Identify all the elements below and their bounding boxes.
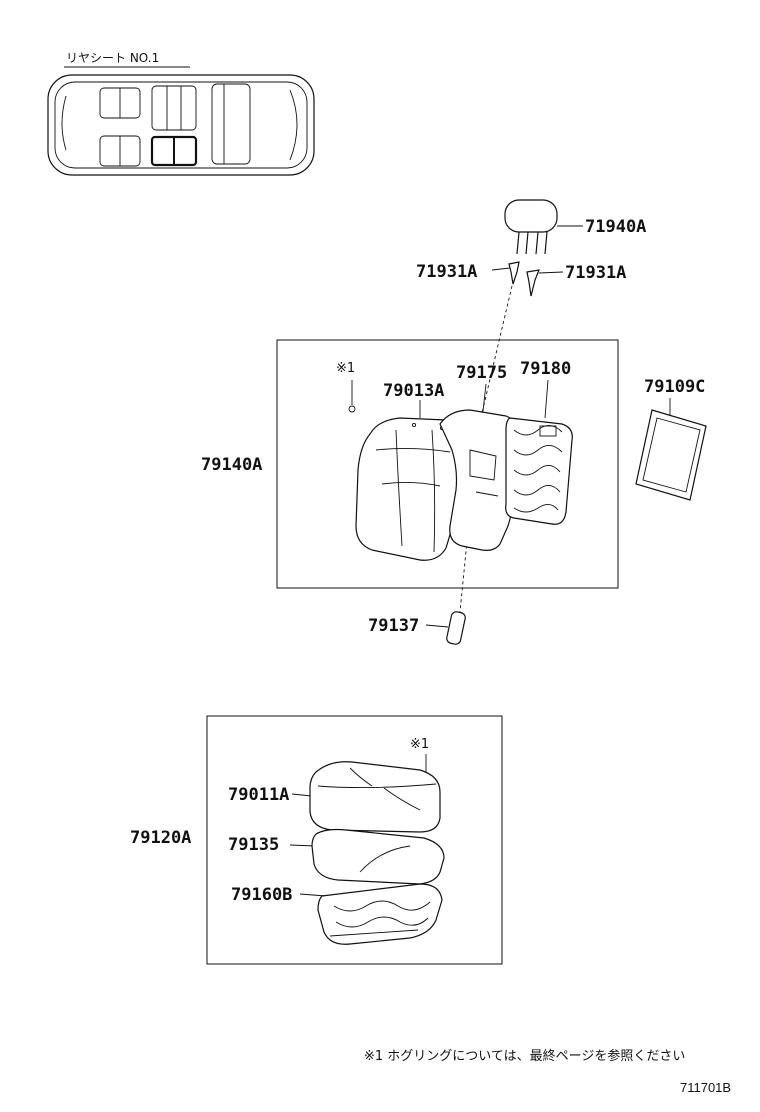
label-79137: 79137: [368, 616, 419, 636]
cushion-frame-shape: [317, 883, 443, 945]
vehicle-inset: リヤシート NO.1: [47, 51, 315, 176]
label-79135: 79135: [228, 835, 279, 855]
support-right-shape: [526, 269, 540, 297]
support-left-shape: [508, 261, 520, 285]
leader-79180: [544, 379, 549, 419]
leader-71931A-left: [491, 267, 511, 271]
cushion-cover-shape: [309, 761, 441, 833]
cushion-frame-box: [206, 715, 503, 965]
label-79109C: 79109C: [644, 377, 705, 397]
inset-rear-door: [289, 89, 298, 161]
label-79180: 79180: [520, 359, 571, 379]
assembly-dash-line: [459, 285, 513, 613]
knob-79137: 79137: [368, 611, 466, 645]
label-79160B: 79160B: [231, 885, 292, 905]
label-79175: 79175: [456, 363, 507, 383]
seatback-frame-shape: [505, 417, 573, 525]
hog-ring-upper: [348, 405, 356, 413]
footnote: ※1 ホグリングについては、最終ページを参照ください: [364, 1048, 685, 1064]
label-79120A: 79120A: [130, 828, 191, 848]
label-71931A-right: 71931A: [565, 263, 626, 283]
label-79013A: 79013A: [383, 381, 444, 401]
inset-front-hood: [61, 95, 67, 151]
cushion-assembly: 79120A ※1 79011A 79135 79160B: [130, 715, 503, 965]
knob-shape: [446, 611, 466, 645]
seatback-pad-shape: [439, 409, 521, 551]
inset-seat-row2-upper: [151, 85, 197, 131]
vehicle-outline: [47, 74, 315, 176]
leader-71931A-right: [538, 271, 564, 274]
leader-79011A: [291, 793, 313, 797]
headrest-shape: [504, 199, 558, 233]
board-79109C: 79109C: [635, 377, 707, 501]
ref1-lower: ※1: [410, 737, 429, 752]
leader-79137: [425, 624, 449, 628]
ref1-upper: ※1: [336, 361, 355, 376]
label-79140A: 79140A: [201, 455, 262, 475]
supports-71931A: 71931A 71931A: [416, 261, 626, 297]
seatback-assembly: 79140A ※1 79013A 79175 79180: [201, 339, 619, 589]
label-71931A-left: 71931A: [416, 262, 477, 282]
label-79011A: 79011A: [228, 785, 289, 805]
inset-title: リヤシート NO.1: [66, 51, 159, 65]
inset-seat-rear-bench: [211, 83, 251, 165]
label-71940A: 71940A: [585, 217, 646, 237]
seatback-frame-box: [276, 339, 619, 589]
vehicle-inner-outline: [54, 81, 308, 169]
diagram-code: 711701B: [680, 1080, 731, 1095]
board-shape: [635, 409, 707, 501]
headrest-71940A: 71940A: [504, 199, 646, 255]
